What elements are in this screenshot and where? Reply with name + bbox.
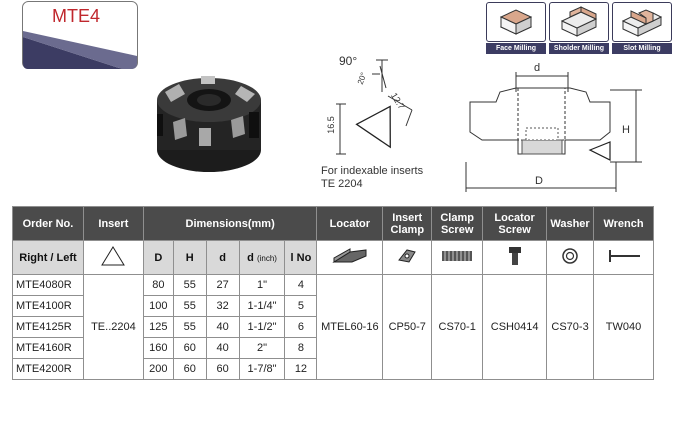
header-order-no: Order No. — [12, 206, 84, 241]
washer-cell: CS70-3 — [546, 274, 595, 380]
washer-icon — [562, 248, 578, 264]
D-cell: 200 — [142, 358, 174, 380]
clamp-screw-icon-cell — [431, 240, 484, 275]
wrench-cell: TW040 — [593, 274, 654, 380]
D-cell: 100 — [142, 295, 174, 317]
series-title: MTE4 — [52, 6, 101, 26]
l-no-cell: 5 — [284, 295, 318, 317]
header-washer: Washer — [546, 206, 595, 241]
locator-icon-cell — [316, 240, 384, 275]
locator-icon — [332, 248, 367, 263]
l-no-cell: 8 — [284, 337, 318, 359]
insert-note-line2: TE 2204 — [321, 178, 363, 190]
insert-clamp-icon-cell — [382, 240, 433, 275]
slot-milling-label: Slot Milling — [612, 43, 672, 54]
order-cell: MTE4200R — [12, 358, 84, 380]
header-insert-clamp: Insert Clamp — [382, 206, 433, 241]
table-row: MTE4080R TE..2204 80 55 27 1" 4 MTEL60-1… — [12, 274, 654, 380]
shoulder-milling-label: Sholder Milling — [549, 43, 609, 54]
insert-geometry-diagram — [336, 59, 413, 155]
D-cell: 80 — [142, 274, 174, 296]
wrench-icon-cell — [593, 240, 654, 275]
d-inch-cell: 1-1/4" — [238, 295, 286, 317]
table-row: MTE4160R 160 60 40 2" 8 — [12, 337, 654, 359]
locator-cell: MTEL60-16 — [316, 274, 384, 380]
header-locator-screw: Locator Screw — [482, 206, 548, 241]
section-d-label: d — [534, 62, 541, 74]
D-cell: 125 — [142, 316, 174, 338]
table-row: MTE4200R 200 60 60 1-7/8" 12 — [12, 358, 654, 380]
order-cell: MTE4125R — [12, 316, 84, 338]
D-cell: 160 — [142, 337, 174, 359]
shoulder-milling-tile: Sholder Milling — [549, 2, 609, 54]
subheader-l-no: l No — [284, 240, 318, 275]
series-badge: MTE4 — [22, 1, 138, 69]
d-cell: 27 — [205, 274, 240, 296]
slot-milling-tile: Slot Milling — [612, 2, 672, 54]
H-cell: 55 — [172, 274, 207, 296]
slot-milling-icon — [621, 9, 663, 37]
d-inch-cell: 2" — [238, 337, 286, 359]
insert-note: For indexable inserts TE 2204 — [321, 165, 423, 191]
insert-clamp-icon — [398, 249, 417, 263]
header-wrench: Wrench — [593, 206, 654, 241]
header-insert: Insert — [82, 206, 144, 241]
locator-screw-icon-cell — [482, 240, 548, 275]
subheader-d: d — [205, 240, 240, 275]
section-D-label: D — [535, 175, 543, 187]
table-row: MTE4100R 100 55 32 1-1/4" 5 — [12, 295, 654, 317]
order-cell: MTE4100R — [12, 295, 84, 317]
subheader-d-inch: d (inch) — [238, 240, 286, 275]
subheader-H: H — [172, 240, 207, 275]
face-milling-icon — [499, 9, 533, 35]
cutter-section-diagram — [465, 72, 642, 192]
insert-note-line1: For indexable inserts — [321, 165, 424, 177]
spec-table: Order No. Insert Dimensions(mm) Locator … — [12, 206, 654, 380]
wrench-icon — [608, 250, 640, 262]
d-inch-cell: 1-7/8" — [238, 358, 286, 380]
d-cell: 32 — [205, 295, 240, 317]
subheader-inch-unit: (inch) — [256, 253, 277, 263]
clamp-screw-icon — [442, 251, 473, 261]
locator-screw-cell: CSH0414 — [482, 274, 548, 380]
subheader-D: D — [142, 240, 174, 275]
insert-clamp-cell: CP50-7 — [382, 274, 433, 380]
l-no-cell: 4 — [284, 274, 318, 296]
face-milling-tile: Face Milling — [486, 2, 546, 54]
cutter-image — [157, 76, 261, 172]
dim-16-5-label: 16.5 — [325, 116, 336, 134]
section-H-label: H — [622, 124, 630, 136]
clamp-screw-cell: CS70-1 — [431, 274, 484, 380]
subheader-d-inch-letter: d — [247, 251, 254, 264]
triangle-insert-icon — [101, 246, 126, 266]
insert-cell: TE..2204 — [82, 274, 144, 380]
H-cell: 55 — [172, 295, 207, 317]
shoulder-milling-icon — [560, 6, 598, 37]
order-cell: MTE4160R — [12, 337, 84, 359]
d-cell: 40 — [205, 337, 240, 359]
washer-icon-cell — [546, 240, 595, 275]
table-row: MTE4125R 125 55 40 1-1/2" 6 — [12, 316, 654, 338]
locator-screw-icon — [508, 247, 521, 265]
header-locator: Locator — [316, 206, 384, 241]
H-cell: 60 — [172, 358, 207, 380]
header-clamp-screw: Clamp Screw — [431, 206, 484, 241]
d-inch-cell: 1" — [238, 274, 286, 296]
angle-90-label: 90° — [339, 54, 358, 68]
insert-shape-cell — [82, 240, 144, 275]
subheader-right-left: Right / Left — [12, 240, 84, 275]
face-milling-label: Face Milling — [486, 43, 546, 54]
d-inch-cell: 1-1/2" — [238, 316, 286, 338]
d-cell: 40 — [205, 316, 240, 338]
l-no-cell: 12 — [284, 358, 318, 380]
H-cell: 55 — [172, 316, 207, 338]
header-dimensions: Dimensions(mm) — [142, 206, 318, 241]
d-cell: 60 — [205, 358, 240, 380]
H-cell: 60 — [172, 337, 207, 359]
order-cell: MTE4080R — [12, 274, 84, 296]
l-no-cell: 6 — [284, 316, 318, 338]
